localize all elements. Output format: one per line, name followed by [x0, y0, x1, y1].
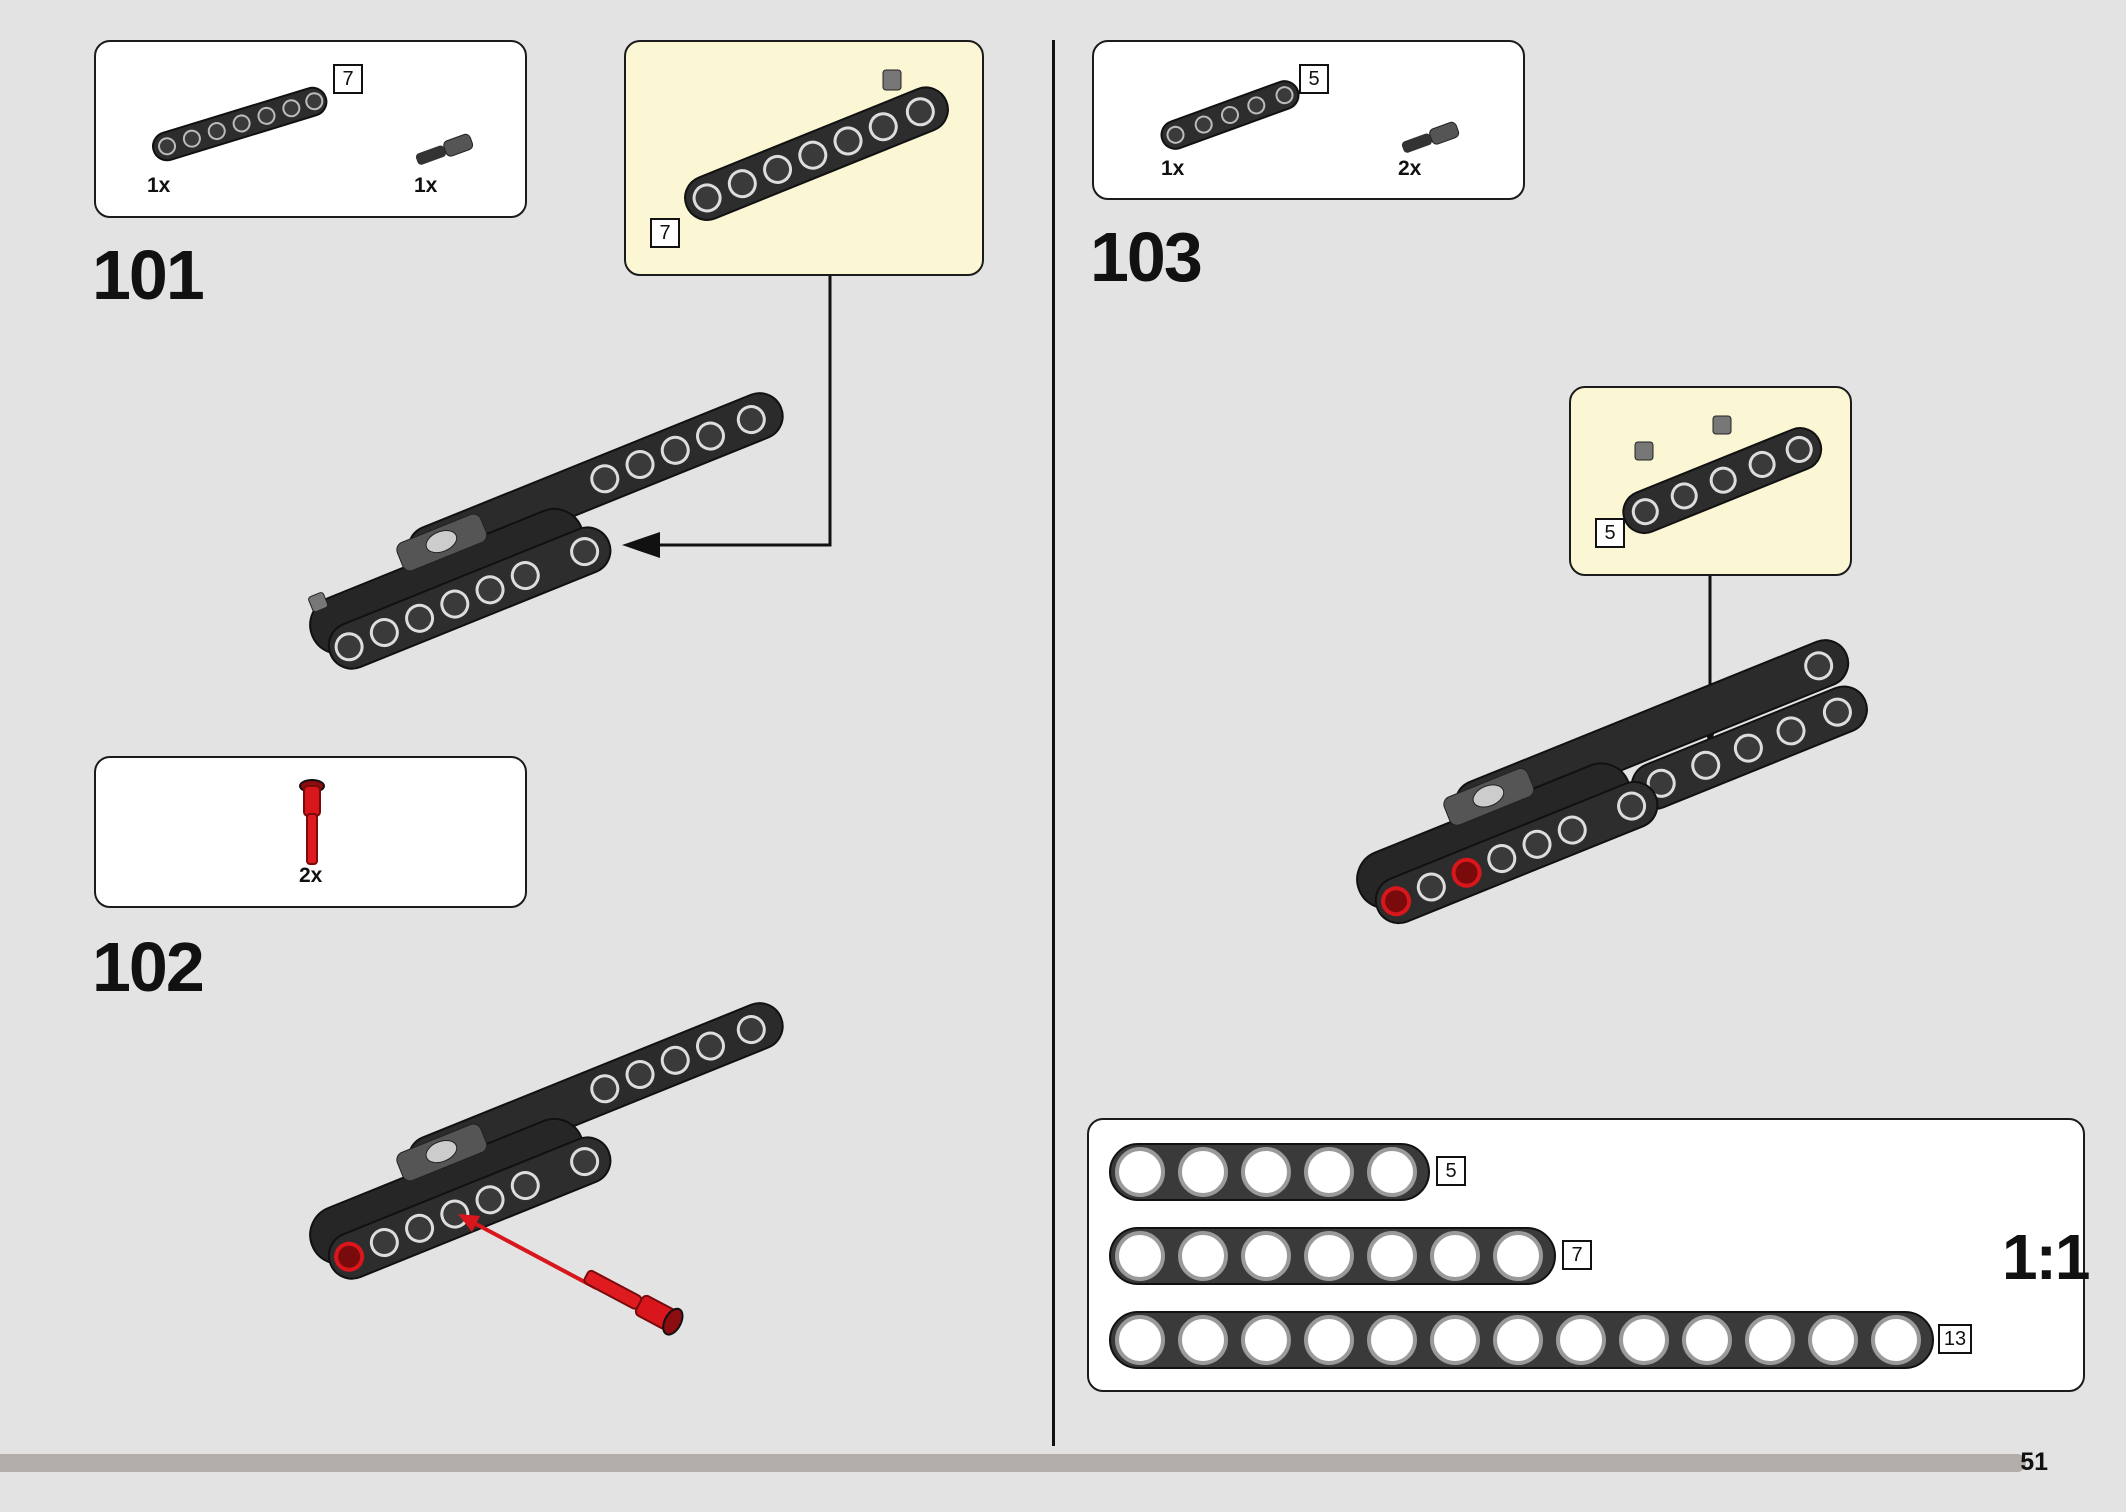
axle-pin-icon — [415, 133, 474, 165]
assembly-model-103 — [1356, 639, 1868, 925]
beam-hole — [1430, 1231, 1480, 1281]
beam-hole — [1241, 1231, 1291, 1281]
beam-hole — [1493, 1231, 1543, 1281]
beam-hole — [1367, 1147, 1417, 1197]
beam-hole — [1619, 1315, 1669, 1365]
beam-hole — [1304, 1147, 1354, 1197]
beam-7-icon — [684, 69, 949, 221]
assembly-model-101 — [308, 392, 784, 670]
beam-hole — [1304, 1231, 1354, 1281]
beam-hole — [1367, 1315, 1417, 1365]
ruler-beam-length-tag: 5 — [1436, 1156, 1466, 1186]
parts-box-101 — [94, 40, 527, 218]
part-length-tag: 5 — [1595, 518, 1625, 548]
part-qty: 1x — [414, 174, 438, 197]
beam-hole — [1493, 1315, 1543, 1365]
part-qty: 2x — [1398, 157, 1422, 180]
ruler-beam-5 — [1109, 1143, 1430, 1201]
beam-hole — [1241, 1315, 1291, 1365]
ruler-beam-length-tag: 13 — [1938, 1324, 1972, 1354]
beam-hole — [1367, 1231, 1417, 1281]
beam-hole — [1871, 1315, 1921, 1365]
part-length-tag: 7 — [333, 64, 363, 94]
part-qty: 1x — [1161, 157, 1185, 180]
step-number: 102 — [92, 928, 205, 1006]
ruler-beam-13 — [1109, 1311, 1934, 1369]
page-progress-bar — [0, 1454, 2026, 1472]
red-pin-icon — [299, 779, 325, 865]
beam-hole — [1178, 1147, 1228, 1197]
beam-hole — [1304, 1315, 1354, 1365]
beam-hole — [1556, 1315, 1606, 1365]
beam-7-icon — [152, 86, 328, 162]
beam-hole — [1745, 1315, 1795, 1365]
beam-hole — [1115, 1147, 1165, 1197]
assembly-model-102 — [309, 1002, 784, 1336]
beam-hole — [1808, 1315, 1858, 1365]
beam-hole — [1241, 1147, 1291, 1197]
ruler-beam-7 — [1109, 1227, 1556, 1285]
part-qty: 1x — [147, 174, 171, 197]
scale-ruler — [1109, 1143, 1934, 1369]
beam-5-icon — [1160, 80, 1300, 150]
beam-hole — [1430, 1315, 1480, 1365]
beam-hole — [1115, 1231, 1165, 1281]
beam-hole — [1178, 1315, 1228, 1365]
page-number: 51 — [2020, 1448, 2048, 1476]
beam-hole — [1178, 1231, 1228, 1281]
beam-hole — [1682, 1315, 1732, 1365]
part-length-tag: 7 — [650, 218, 680, 248]
step-number: 103 — [1090, 218, 1203, 296]
ruler-beam-length-tag: 7 — [1562, 1240, 1592, 1270]
step-number: 101 — [92, 236, 205, 314]
axle-pin-icon — [1401, 121, 1460, 153]
beam-hole — [1115, 1315, 1165, 1365]
column-divider — [1052, 40, 1055, 1446]
part-length-tag: 5 — [1299, 64, 1329, 94]
scale-label: 1:1 — [2002, 1221, 2090, 1293]
part-qty: 2x — [299, 864, 323, 887]
